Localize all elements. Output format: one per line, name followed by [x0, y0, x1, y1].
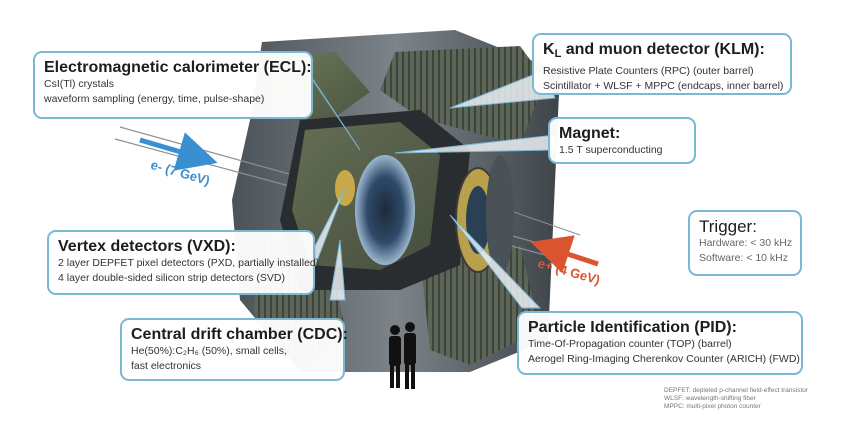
positron-beam-arrow [530, 235, 599, 274]
magnet-callout: Magnet: 1.5 T superconducting [548, 117, 696, 164]
klm-line-2: Scintillator + WLSF + MPPC (endcaps, inn… [543, 80, 784, 92]
footnote-wlsf: WLSF: wavelength-shifting fiber [664, 395, 756, 402]
cdc-title: Central drift chamber (CDC): [131, 326, 348, 343]
klm-callout: KL and muon detector (KLM): Resistive Pl… [532, 33, 792, 95]
vxd-callout: Vertex detectors (VXD): 2 layer DEPFET p… [47, 230, 320, 295]
magnet-line-1: 1.5 T superconducting [559, 144, 663, 156]
trigger-title: Trigger: [699, 217, 757, 236]
vxd-title: Vertex detectors (VXD): [58, 238, 236, 255]
klm-line-1: Resistive Plate Counters (RPC) (outer ba… [543, 65, 754, 77]
cdc-line-2: fast electronics [131, 360, 202, 372]
people-silhouettes [389, 322, 416, 389]
electron-beam-arrow [139, 132, 218, 171]
pid-title: Particle Identification (PID): [528, 319, 737, 336]
ecl-line-1: CsI(Tl) crystals [44, 78, 114, 90]
ecl-title: Electromagnetic calorimeter (ECL): [44, 59, 312, 76]
magnet-title: Magnet: [559, 125, 621, 142]
ecl-callout: Electromagnetic calorimeter (ECL): CsI(T… [33, 51, 313, 119]
cdc-line-1: He(50%):C₂H₆ (50%), small cells, [131, 345, 287, 357]
pid-line-1: Time-Of-Propagation counter (TOP) (barre… [528, 338, 732, 350]
footnote-mppc: MPPC: multi-pixel photon counter [664, 403, 761, 410]
trigger-callout: Trigger: Hardware: < 30 kHz Software: < … [688, 210, 802, 276]
vxd-line-1: 2 layer DEPFET pixel detectors (PXD, par… [58, 257, 320, 269]
cdc-callout: Central drift chamber (CDC): He(50%):C₂H… [120, 318, 348, 381]
footnote-depfet: DEPFET: depleted p-channel field-effect … [664, 387, 809, 394]
klm-title: KL and muon detector (KLM): [543, 41, 765, 60]
trigger-hardware: Hardware: < 30 kHz [699, 237, 793, 249]
trigger-software: Software: < 10 kHz [699, 252, 788, 264]
vxd-line-2: 4 layer double-sided silicon strip detec… [58, 272, 286, 284]
pid-callout: Particle Identification (PID): Time-Of-P… [517, 311, 803, 375]
pid-line-2: Aerogel Ring-Imaging Cherenkov Counter (… [528, 353, 800, 365]
inner-detector [280, 110, 514, 290]
ecl-line-2: waveform sampling (energy, time, pulse-s… [44, 93, 265, 105]
